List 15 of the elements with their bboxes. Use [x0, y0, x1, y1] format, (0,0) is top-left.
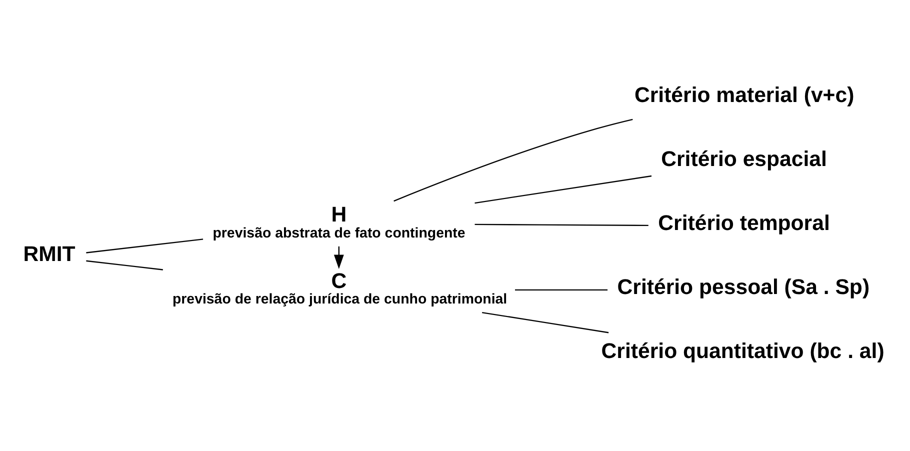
connector [86, 238, 204, 253]
node-text: Critério espacial [661, 146, 827, 171]
connector [474, 174, 652, 204]
node-text: Critério quantitativo (bc . al) [601, 338, 884, 362]
node-text: Critério material (v+c) [634, 82, 854, 107]
node-text: C previsão de relação jurídica de cunho patrimonial [172, 268, 508, 308]
node-text: Critério pessoal (Sa . Sp) [617, 274, 870, 298]
node-text: H previsão abstrata de fato contingente [212, 202, 466, 241]
connector [515, 288, 608, 290]
connector [394, 118, 633, 202]
connector [474, 223, 648, 226]
connector [86, 260, 163, 270]
node-text: Critério temporal [658, 210, 830, 235]
connector [482, 311, 609, 333]
node-text: RMIT [23, 241, 76, 266]
